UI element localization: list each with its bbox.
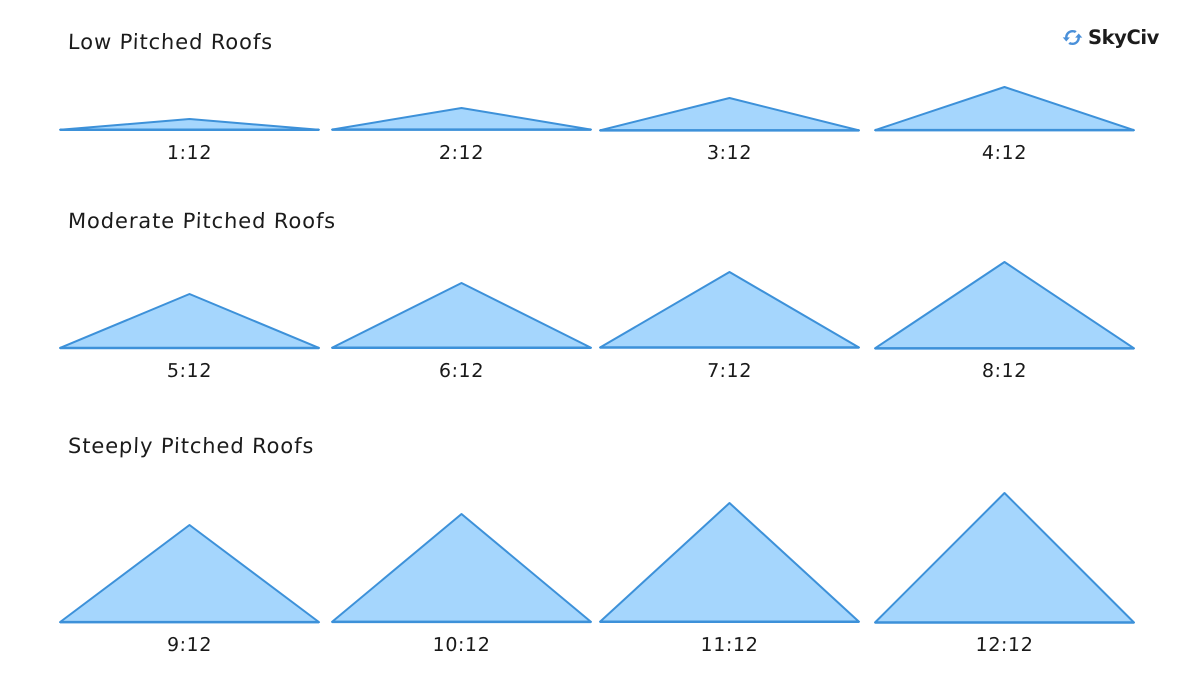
roof-pitch-label: 1:12 — [166, 142, 213, 164]
roof-triangle — [331, 282, 592, 350]
roof-pitch-label: 8:12 — [981, 360, 1028, 382]
roof-pitch-label: 12:12 — [975, 634, 1034, 656]
brand-name: SkyCiv — [1087, 25, 1159, 49]
roof-pitch-label: 7:12 — [706, 360, 753, 382]
roof-triangle — [874, 85, 1135, 132]
roof-9-12 — [59, 519, 320, 626]
roof-10-12 — [331, 508, 592, 626]
roof-triangle — [599, 502, 860, 624]
roof-12-12 — [874, 487, 1135, 627]
roof-pitch-label: 10:12 — [432, 634, 491, 656]
roof-triangle — [331, 107, 592, 132]
roof-triangle — [874, 260, 1135, 350]
roof-shape — [331, 107, 592, 131]
roof-4-12 — [874, 81, 1135, 134]
roof-pitch-label: 6:12 — [438, 360, 485, 382]
roof-3-12 — [599, 92, 860, 134]
section-title-low-pitched-roofs: Low Pitched Roofs — [67, 30, 274, 54]
roof-7-12 — [599, 266, 860, 352]
roof-pitch-label: 9:12 — [166, 634, 213, 656]
roof-shape — [874, 260, 1135, 349]
roof-shape — [331, 513, 592, 623]
roof-shape — [874, 85, 1135, 131]
roof-triangle — [59, 118, 320, 132]
skyciv-logo: SkyCiv — [1062, 27, 1159, 48]
roof-triangle — [331, 513, 592, 624]
roof-triangle — [599, 96, 860, 132]
roof-shape — [59, 293, 320, 349]
roof-6-12 — [331, 277, 592, 352]
section-title-moderate-pitched-roofs: Moderate Pitched Roofs — [67, 209, 337, 233]
roof-8-12 — [874, 256, 1135, 352]
roof-shape — [59, 118, 320, 131]
roof-triangle — [874, 491, 1135, 624]
roof-pitch-label: 3:12 — [706, 142, 753, 164]
roof-shape — [599, 96, 860, 131]
roof-pitch-label: 4:12 — [981, 142, 1028, 164]
roof-pitch-label: 5:12 — [166, 360, 213, 382]
roof-triangle — [59, 523, 320, 624]
refresh-circular-arrows-icon — [1062, 29, 1083, 46]
roof-2-12 — [331, 102, 592, 134]
roof-pitch-label: 11:12 — [700, 634, 759, 656]
roof-5-12 — [59, 288, 320, 352]
roof-1-12 — [59, 113, 320, 134]
roof-shape — [599, 271, 860, 349]
roof-shape — [874, 491, 1135, 623]
roof-shape — [331, 282, 592, 349]
section-title-steeply-pitched-roofs: Steeply Pitched Roofs — [67, 434, 315, 458]
roof-triangle — [59, 293, 320, 350]
roof-pitch-label: 2:12 — [438, 142, 485, 164]
roof-11-12 — [599, 497, 860, 626]
roof-shape — [599, 502, 860, 623]
roof-triangle — [599, 271, 860, 350]
roof-shape — [59, 523, 320, 623]
